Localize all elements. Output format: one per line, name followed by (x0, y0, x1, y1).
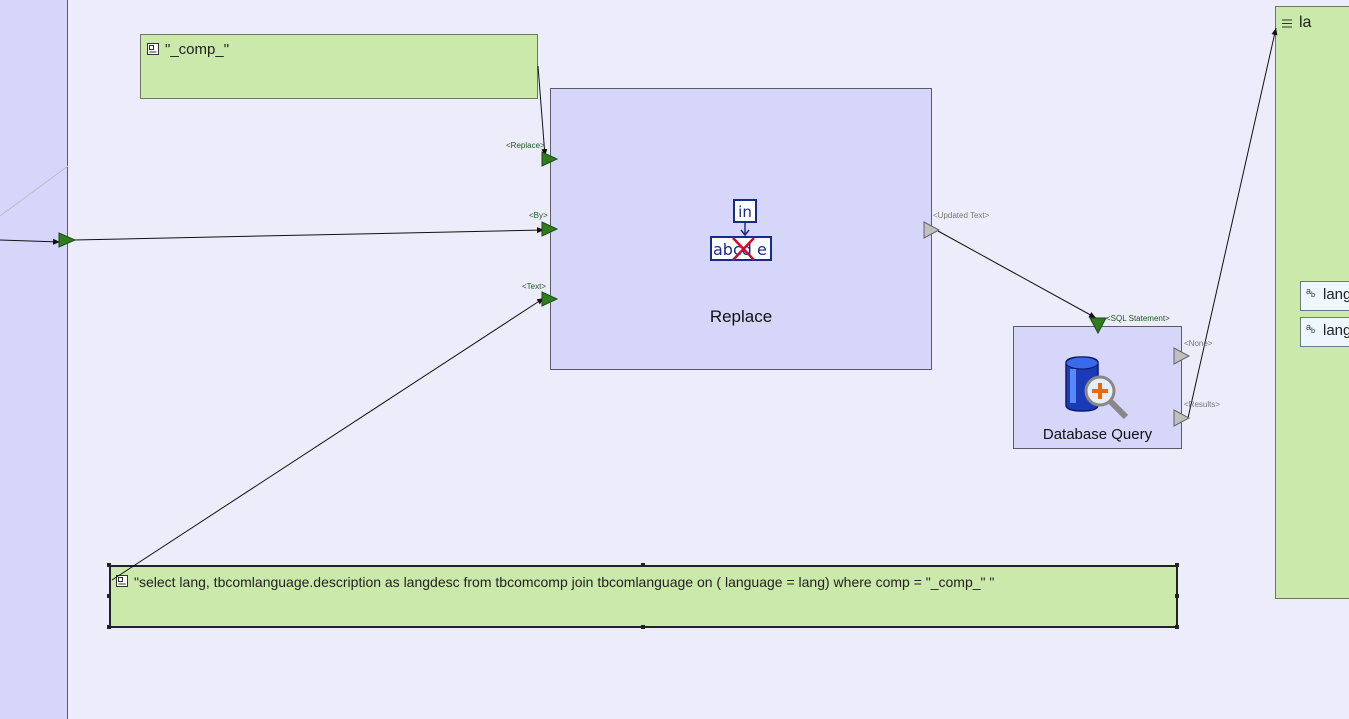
left-panel[interactable] (0, 0, 68, 719)
right-panel-block[interactable]: la ab lang ab lang (1275, 6, 1349, 599)
field-row[interactable]: ab lang (1300, 281, 1349, 311)
constant-icon (116, 575, 129, 592)
port-label-results: <Results> (1184, 400, 1221, 409)
selection-handle[interactable] (1175, 594, 1179, 598)
port-label-text: <Text> (522, 282, 547, 291)
constant-icon (147, 43, 160, 60)
connection-to-by[interactable] (73, 227, 545, 241)
database-query-block[interactable]: Database Query (1013, 326, 1182, 449)
port-label-updated-text: <Updated Text> (933, 211, 990, 220)
field-label: lang (1323, 286, 1349, 303)
text-field-icon: ab (1306, 286, 1316, 299)
field-row[interactable]: ab lang (1300, 317, 1349, 347)
port-label-sql-statement: <SQL Statement> (1106, 314, 1170, 323)
replace-block-title: Replace (709, 307, 773, 326)
replace-text-icon: in ab cd e (709, 198, 773, 269)
connection-sql-to-text[interactable] (111, 297, 545, 581)
selection-handle[interactable] (107, 625, 111, 629)
port-label-none: <None> (1184, 339, 1213, 348)
selection-handle[interactable] (1175, 625, 1179, 629)
constant-sql[interactable]: "select lang, tbcomlanguage.description … (109, 565, 1178, 628)
selection-handle[interactable] (107, 563, 111, 567)
text-field-icon: ab (1306, 322, 1316, 335)
replace-icon-in-text: in (738, 203, 752, 221)
replace-icon-e-text: e (757, 240, 767, 259)
selection-handle[interactable] (107, 594, 111, 598)
selection-handle[interactable] (1175, 563, 1179, 567)
connection-results-to-panel[interactable] (1187, 27, 1278, 419)
database-query-block-title: Database Query (1042, 426, 1153, 443)
port-label-by: <By> (529, 211, 548, 220)
database-query-icon (1062, 353, 1132, 428)
port-label-replace: <Replace> (506, 141, 545, 150)
right-panel-title: la (1299, 14, 1312, 31)
replace-block[interactable]: in ab cd e Replace (550, 88, 932, 370)
connection-updated-to-sql[interactable] (937, 230, 1097, 319)
constant-sql-text: "select lang, tbcomlanguage.description … (134, 574, 995, 590)
list-icon (1282, 16, 1292, 33)
field-label: lang (1323, 322, 1349, 339)
selection-handle[interactable] (641, 563, 645, 567)
selection-handle[interactable] (641, 625, 645, 629)
constant-comp-text: "_comp_" (165, 41, 230, 58)
constant-comp[interactable]: "_comp_" (140, 34, 538, 99)
replace-icon-ab-text: ab (713, 240, 733, 259)
